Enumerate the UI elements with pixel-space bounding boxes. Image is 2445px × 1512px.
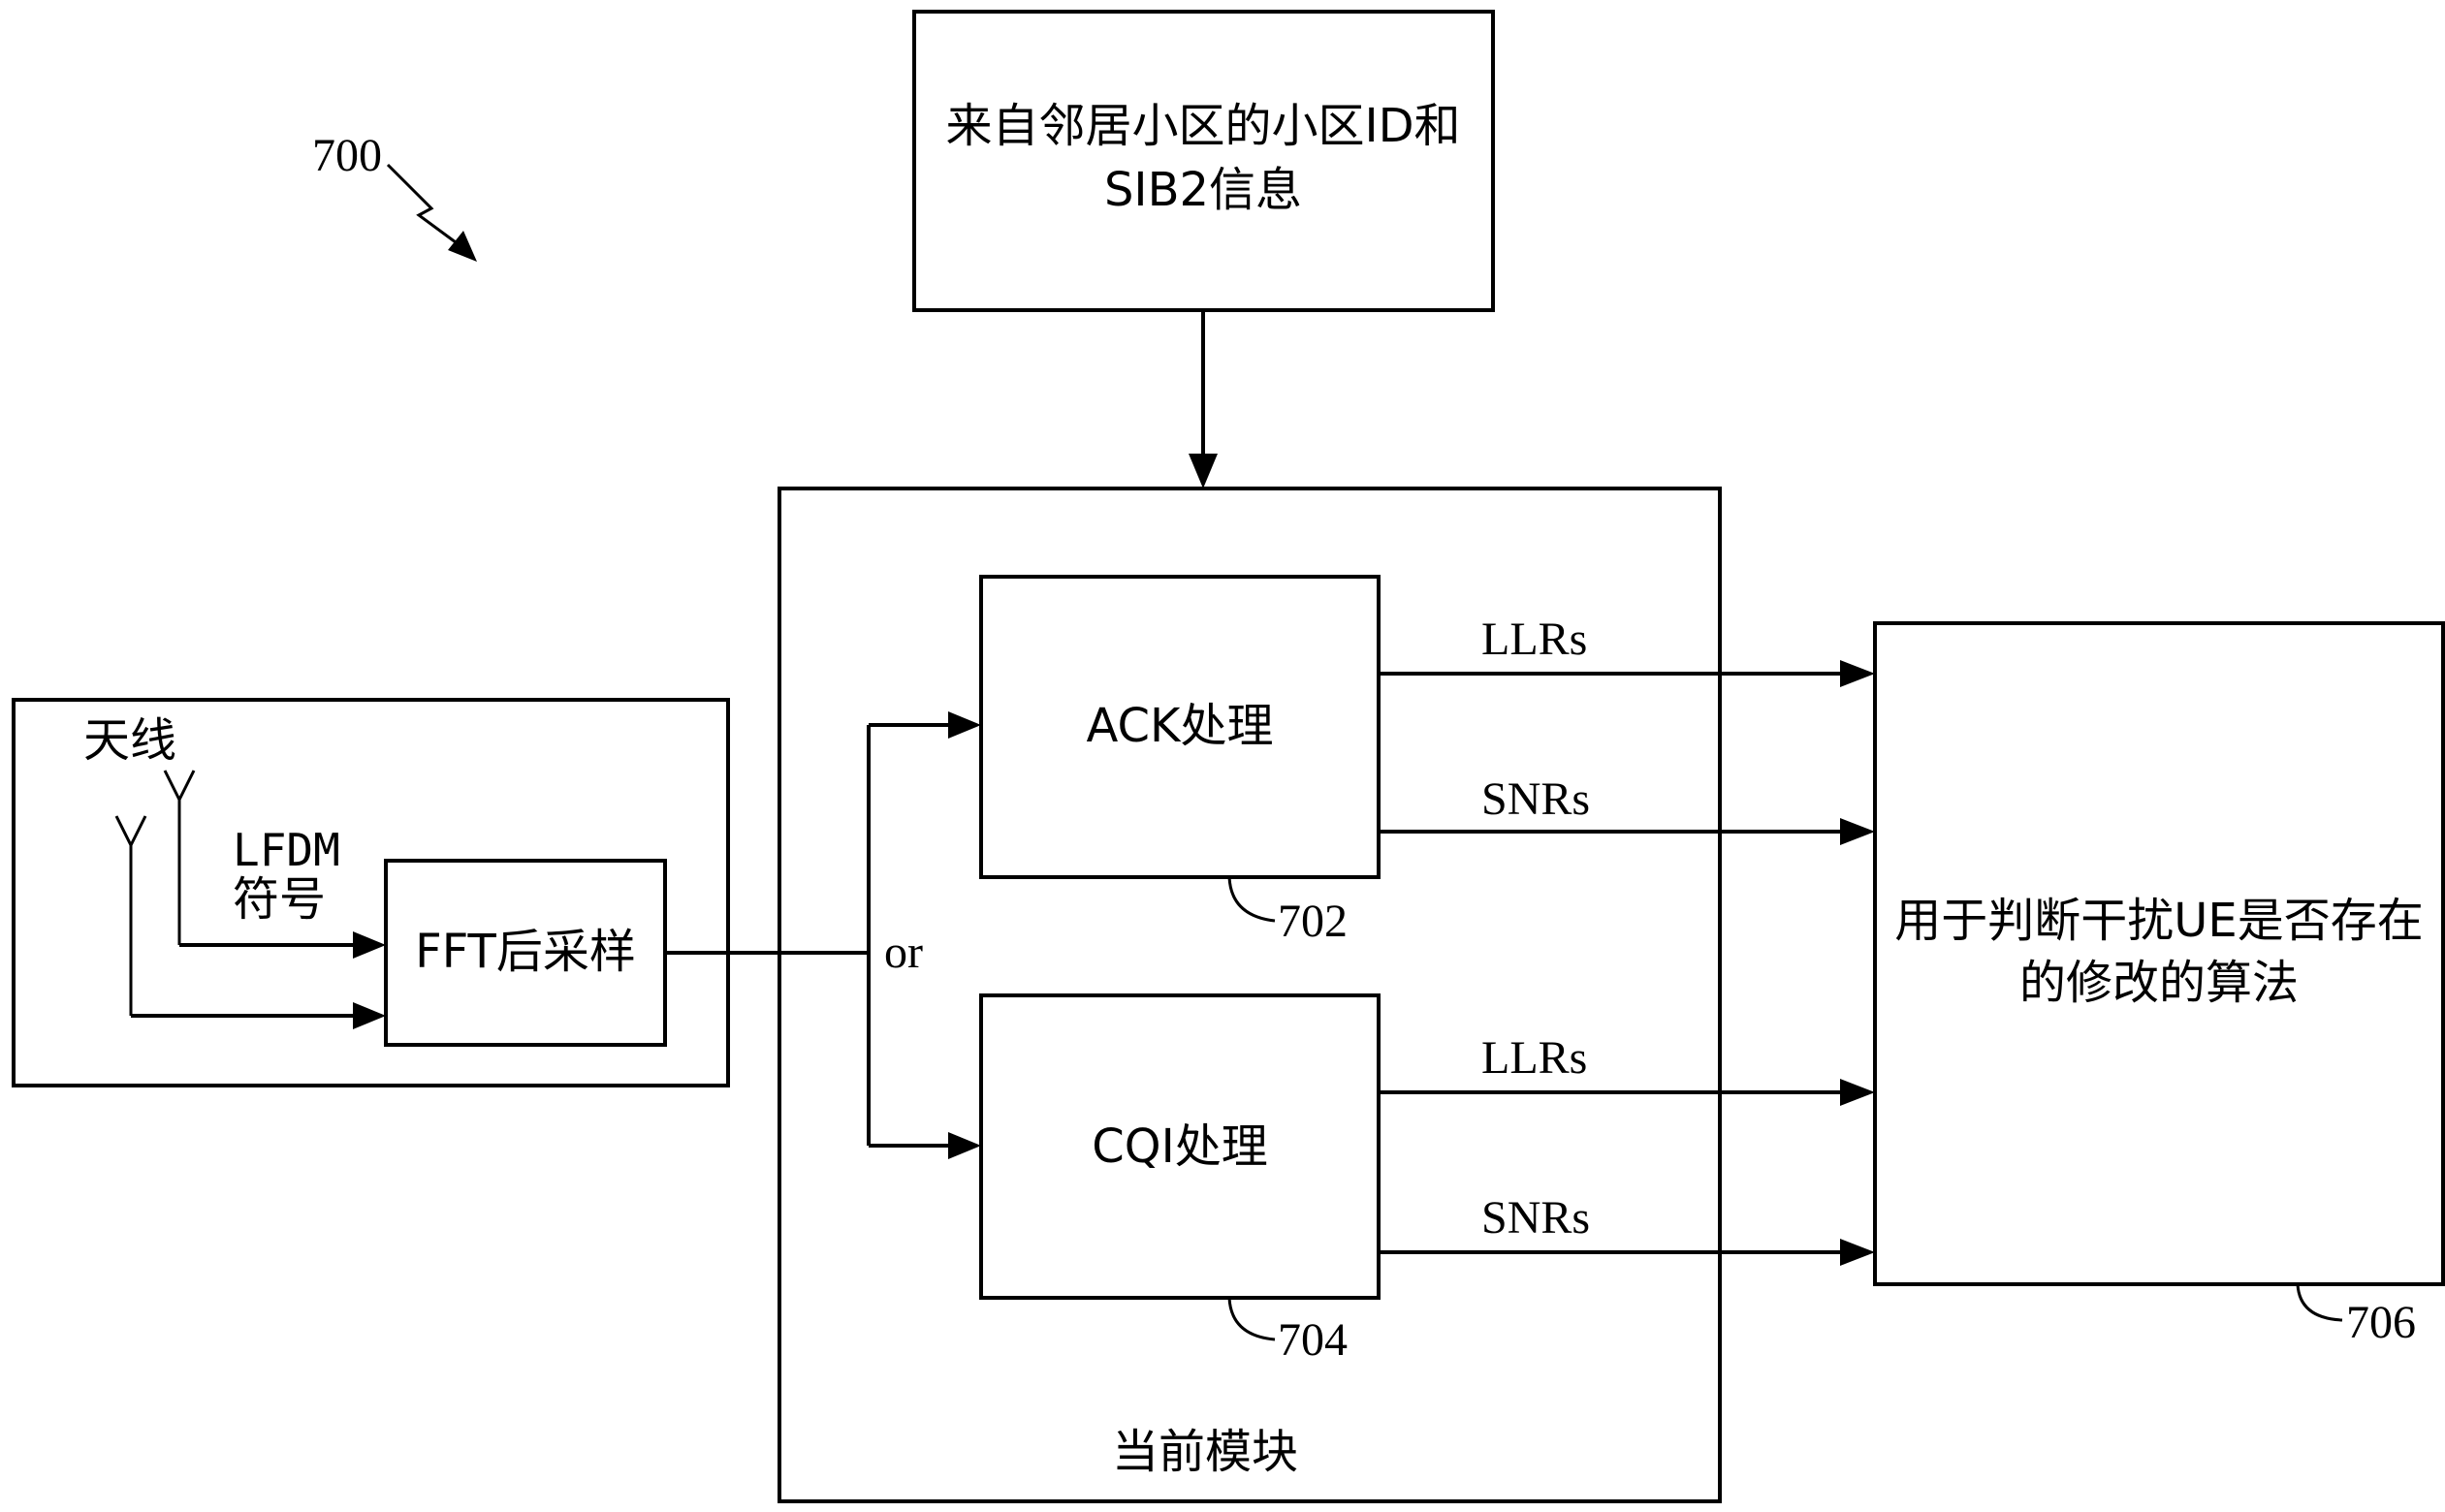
modified-algorithm-line2: 的修改的算法 bbox=[2019, 956, 2299, 1010]
cqi-ref-leader bbox=[1227, 1297, 1276, 1341]
ack-ref-leader bbox=[1227, 876, 1276, 923]
arrow-top-to-module-head bbox=[1189, 454, 1218, 488]
fft-sampling-label: FFT后采样 bbox=[415, 925, 636, 979]
ack-snrs-label: SNRs bbox=[1481, 773, 1590, 825]
lfdm-symbol-line1: LFDM bbox=[233, 824, 340, 876]
ack-processing-label: ACK处理 bbox=[1087, 699, 1274, 753]
cqi-llrs-arrow-head bbox=[1840, 1079, 1875, 1106]
antenna2-to-fft-head bbox=[353, 1002, 386, 1029]
cqi-processing-label: CQI处理 bbox=[1092, 1119, 1267, 1174]
figure-ref-arrowhead bbox=[448, 231, 477, 262]
ack-llrs-arrow-head bbox=[1840, 660, 1875, 687]
ack-snrs-arrow-head bbox=[1840, 818, 1875, 845]
branch-to-cqi-head bbox=[948, 1132, 981, 1159]
current-module-label: 当前模块 bbox=[1112, 1425, 1298, 1479]
cqi-snrs-arrow-head bbox=[1840, 1239, 1875, 1266]
cqi-processing-box bbox=[979, 993, 1381, 1300]
neighbor-cell-info-line2: SIB2信息 bbox=[1104, 163, 1302, 217]
neighbor-cell-info-line1: 来自邻居小区的小区ID和 bbox=[945, 99, 1460, 153]
antenna-icon-1 bbox=[163, 770, 196, 945]
modified-algorithm-box bbox=[1873, 621, 2445, 1286]
cqi-snrs-label: SNRs bbox=[1481, 1192, 1590, 1244]
figure-ref-zigzag-arrow bbox=[386, 163, 457, 244]
neighbor-cell-info-box bbox=[912, 10, 1495, 312]
ack-processing-box bbox=[979, 575, 1381, 879]
lfdm-symbol-line2: 符号 bbox=[233, 872, 326, 927]
algo-ref-706: 706 bbox=[2346, 1297, 2416, 1348]
figure-ref-700: 700 bbox=[312, 130, 382, 181]
antenna-label: 天线 bbox=[83, 713, 176, 768]
algo-ref-leader bbox=[2296, 1283, 2343, 1322]
ack-ref-702: 702 bbox=[1278, 896, 1348, 947]
antenna-icon-2 bbox=[114, 815, 147, 1016]
fft-sampling-box bbox=[384, 859, 667, 1047]
ack-llrs-label: LLRs bbox=[1481, 614, 1587, 665]
branch-to-ack-head bbox=[948, 711, 981, 739]
cqi-llrs-label: LLRs bbox=[1481, 1032, 1587, 1084]
antenna1-to-fft-head bbox=[353, 931, 386, 959]
modified-algorithm-line1: 用于判断干扰UE是否存在 bbox=[1894, 894, 2423, 948]
cqi-ref-704: 704 bbox=[1278, 1314, 1348, 1366]
or-label: or bbox=[884, 927, 923, 978]
